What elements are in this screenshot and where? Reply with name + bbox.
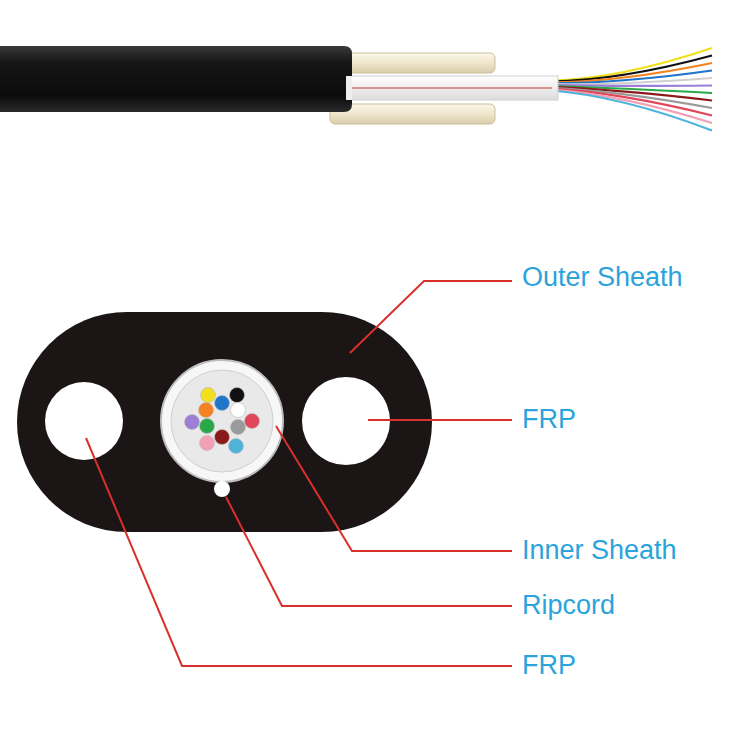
fiber-section [185, 415, 200, 430]
leader-line [276, 426, 512, 551]
outer-sheath-shape [17, 312, 432, 532]
leader-line [368, 419, 512, 421]
frp-rod-section [45, 382, 123, 460]
optical-fiber [550, 56, 712, 82]
callout-label: Inner Sheath [522, 536, 677, 566]
fiber-section [199, 403, 214, 418]
optical-fiber [550, 91, 712, 131]
cable-cross-section [17, 312, 432, 532]
fiber-section [231, 420, 246, 435]
fiber-section [200, 436, 215, 451]
jacket-cut [346, 76, 352, 100]
fiber-section [200, 419, 215, 434]
fiber-section [245, 414, 260, 429]
optical-fiber [550, 71, 712, 84]
cable-side-view [0, 46, 712, 131]
ripcord-thread [350, 87, 552, 88]
fiber-section [215, 396, 230, 411]
inner-sheath-shape [161, 360, 283, 482]
frp-rod [330, 53, 495, 73]
fiber-section [231, 403, 246, 418]
ripcord-section [214, 481, 230, 497]
optical-fibers [550, 48, 712, 131]
fiber-section [201, 388, 216, 403]
tube-interior [171, 370, 273, 472]
leader-line [226, 497, 512, 606]
callout-label: FRP [522, 405, 576, 435]
fiber-section [229, 439, 244, 454]
optical-fiber [550, 78, 712, 84]
leader-lines [86, 281, 512, 666]
leader-line [86, 438, 512, 666]
fiber-sections [185, 388, 260, 454]
callout-label: FRP [522, 651, 576, 681]
fiber-section [230, 388, 245, 403]
frp-rod [330, 104, 495, 124]
leader-line [350, 281, 512, 353]
fiber-section [215, 430, 230, 445]
callout-label: Outer Sheath [522, 263, 683, 293]
callout-label: Ripcord [522, 591, 615, 621]
optical-fiber [550, 90, 712, 123]
inner-tube [340, 76, 558, 100]
outer-jacket [0, 46, 352, 112]
